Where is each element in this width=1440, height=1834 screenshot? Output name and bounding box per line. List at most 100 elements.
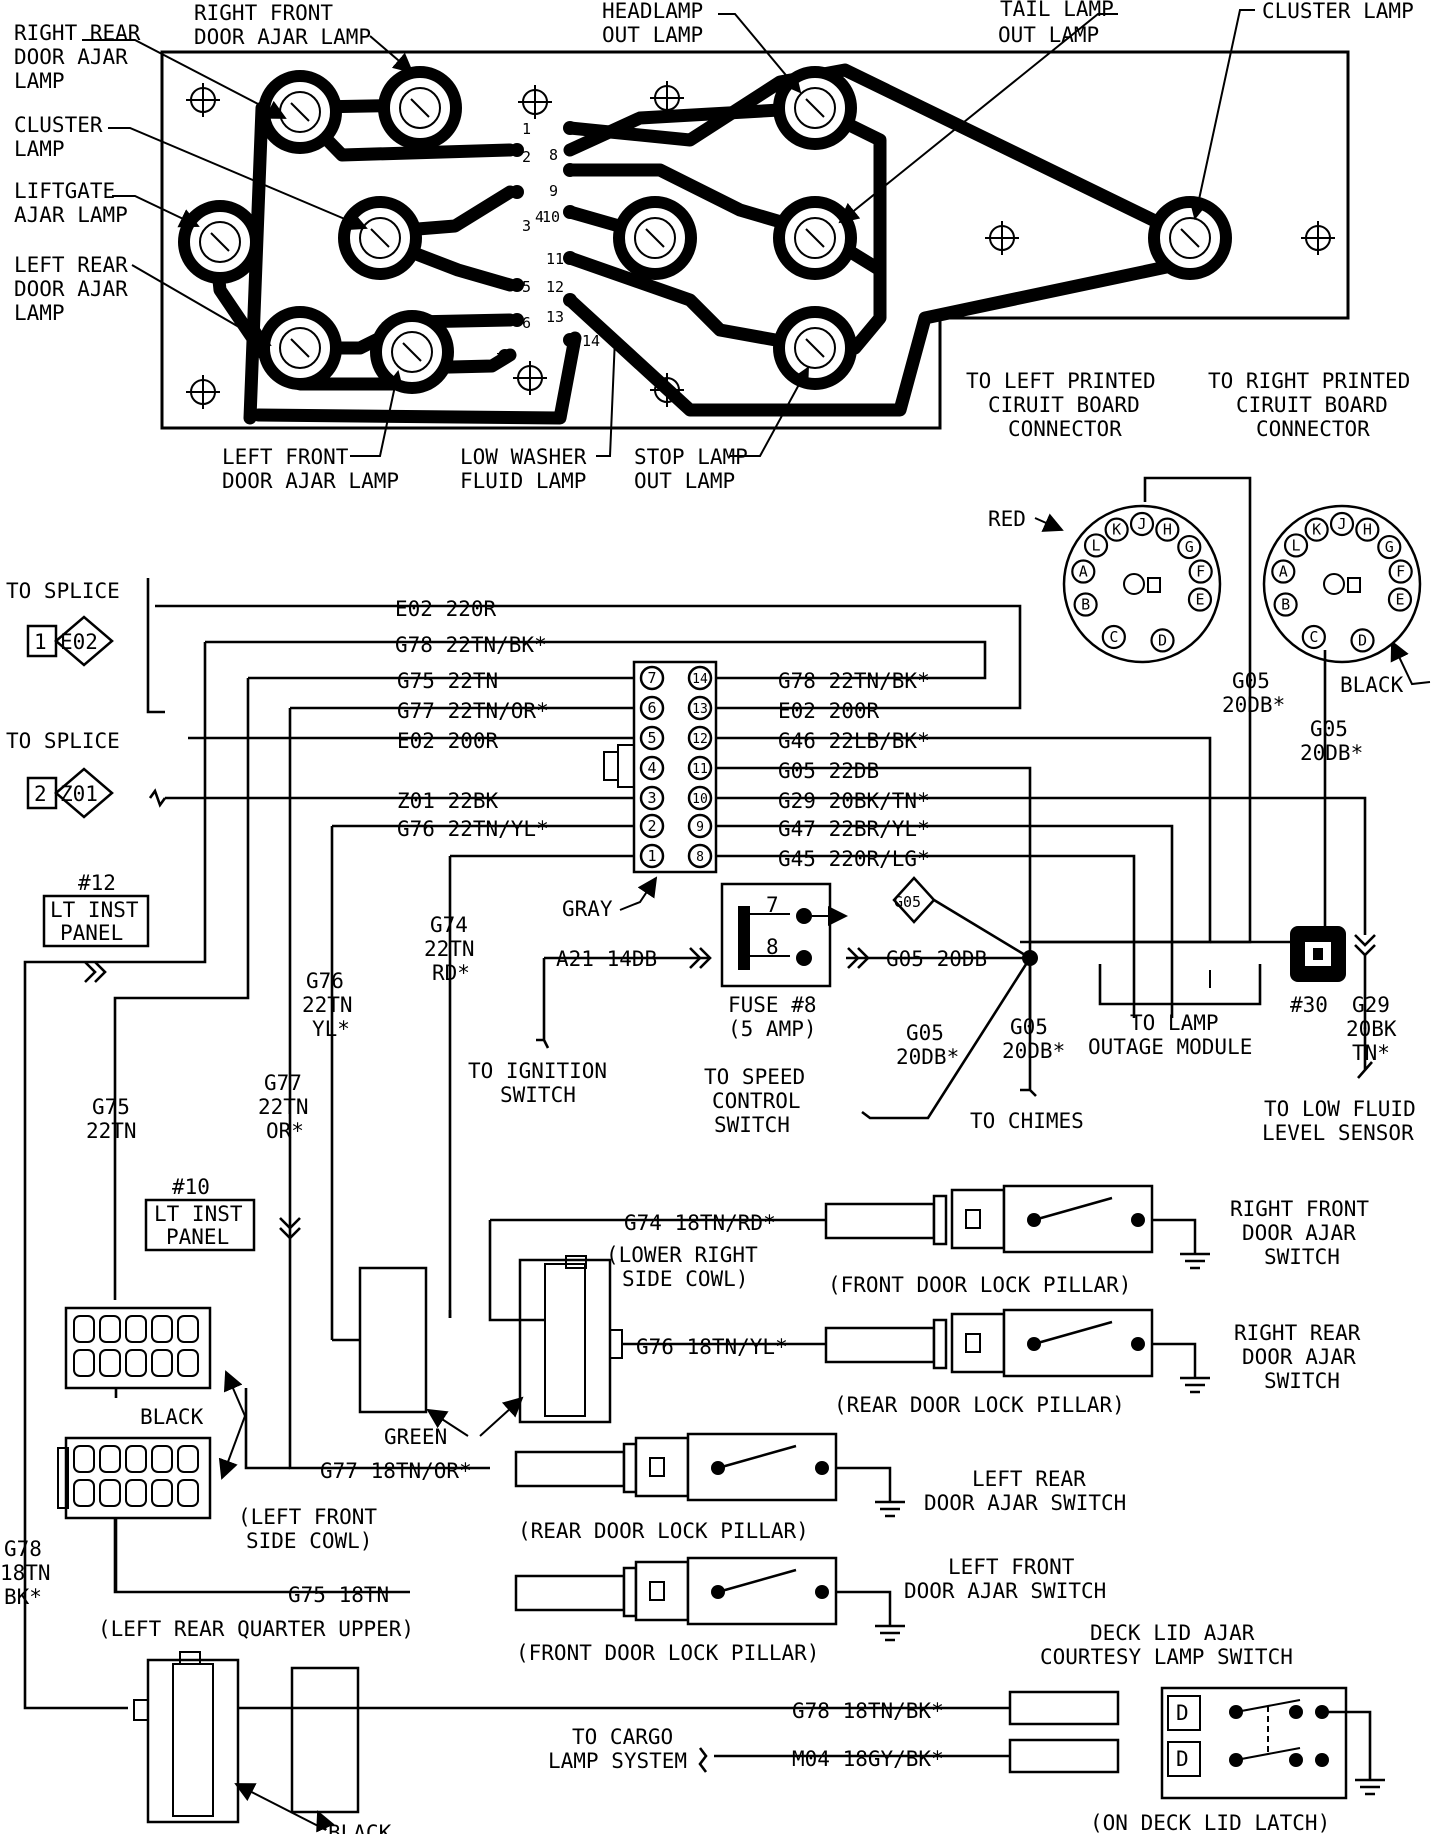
switch-socket-pin bbox=[965, 1333, 981, 1353]
cavity bbox=[99, 1479, 121, 1507]
pcb-pin bbox=[1071, 559, 1096, 584]
pcb-pin bbox=[1387, 587, 1413, 612]
g05-chimes-wire-1: G05 bbox=[1010, 1015, 1048, 1039]
lr-title-1: LEFT REAR bbox=[972, 1467, 1086, 1491]
label-black-connector: BLACK bbox=[1340, 673, 1404, 697]
inst-panel-12-num: #12 bbox=[78, 871, 116, 895]
deck-loc: (ON DECK LID LATCH) bbox=[1090, 1811, 1330, 1834]
switch-plug-flange bbox=[622, 1442, 638, 1494]
label-lf-cowl-1: (LEFT FRONT bbox=[238, 1505, 377, 1529]
wire-g29-1: G29 bbox=[1352, 993, 1390, 1017]
gray-right-pin bbox=[687, 755, 713, 781]
label-left-rear-door-ajar-2: DOOR AJAR bbox=[14, 277, 128, 301]
pcb-pin bbox=[1283, 533, 1309, 558]
fuse-8: 7 8 FUSE #8 (5 AMP) bbox=[720, 882, 848, 1041]
switch-contact bbox=[1131, 1337, 1145, 1351]
splice-break bbox=[148, 788, 167, 808]
wire-lr: G77 18TN/OR* bbox=[320, 1459, 472, 1483]
label-to-speed-1: TO SPEED bbox=[704, 1065, 805, 1089]
pcb-pin-label: L bbox=[1292, 536, 1301, 554]
switch-body bbox=[686, 1556, 838, 1626]
wire-g76-3: YL* bbox=[312, 1017, 350, 1041]
wire-g76-1: G76 bbox=[306, 969, 344, 993]
gray-left-pin-label: 6 bbox=[647, 699, 656, 717]
printed-circuit-board bbox=[160, 50, 1350, 430]
pcb-pin bbox=[1329, 511, 1355, 537]
deck-wires bbox=[238, 1706, 1010, 1773]
label-headlamp-out-2: OUT LAMP bbox=[602, 23, 703, 47]
pcb-pin-label: D bbox=[1358, 631, 1367, 649]
lr-title-2: DOOR AJAR SWITCH bbox=[924, 1491, 1126, 1515]
wire-a21: A21 14DB bbox=[556, 947, 657, 971]
inst-panel-10-label-2: PANEL bbox=[166, 1225, 229, 1249]
label-low-washer-fluid-1: LOW WASHER bbox=[460, 445, 587, 469]
g05-tag: G05 bbox=[894, 893, 921, 911]
rr-title-2: DOOR AJAR bbox=[1242, 1345, 1356, 1369]
cavity bbox=[125, 1479, 147, 1507]
pcb-pin bbox=[1083, 533, 1109, 558]
switch-body bbox=[686, 1432, 838, 1502]
ground-30: #30 bbox=[1290, 993, 1328, 1017]
switch-ground-wire bbox=[836, 1590, 892, 1626]
left-cowl-connector-top bbox=[64, 1306, 212, 1390]
pcb-connector-labels: TO LEFT PRINTED CIRUIT BOARD CONNECTOR T… bbox=[966, 369, 1410, 697]
pcb-pin-label: D bbox=[1158, 631, 1167, 649]
switch-plug bbox=[514, 1574, 626, 1612]
label-right-rear-door-ajar-2: DOOR AJAR bbox=[14, 45, 128, 69]
wire-right-3: G05 22DB bbox=[778, 759, 879, 783]
deck-wire-2: M04 18GY/BK* bbox=[792, 1747, 944, 1771]
g05-splice: G05 G05 20DB* TO SPEED CONTROL SWITCH G0… bbox=[704, 669, 1363, 1137]
wire-g78-2: 18TN bbox=[0, 1561, 51, 1585]
pcb-pin-label: E bbox=[1195, 591, 1204, 609]
fuse-pin-8: 8 bbox=[766, 935, 779, 959]
wire-g74-3: RD* bbox=[432, 961, 470, 985]
splice-e02-tag: E02 bbox=[60, 630, 98, 654]
wire-g29-3: TN* bbox=[1352, 1041, 1390, 1065]
switch-socket bbox=[950, 1312, 1006, 1374]
label-headlamp-out-1: HEADLAMP bbox=[602, 0, 703, 23]
board-pin-1: 1 bbox=[522, 120, 531, 138]
label-left-pcb-1: TO LEFT PRINTED bbox=[966, 369, 1156, 393]
label-left-front-door-ajar-1: LEFT FRONT bbox=[222, 445, 349, 469]
switch-plug-flange bbox=[932, 1194, 948, 1246]
green-connector-left bbox=[358, 1266, 428, 1414]
board-pin-5: 5 bbox=[522, 278, 531, 296]
red-arrow bbox=[1034, 513, 1064, 532]
inst-panel-10-label-1: LT INST bbox=[154, 1202, 243, 1226]
lower-arrows bbox=[218, 1370, 524, 1833]
lower-wires bbox=[114, 1218, 826, 1592]
board-pin-14: 14 bbox=[582, 332, 600, 350]
gray-left-pin bbox=[639, 843, 665, 869]
wire-left-0: G75 22TN bbox=[397, 669, 498, 693]
label-left-rear-door-ajar-3: LAMP bbox=[14, 301, 65, 325]
deck-title-1: DECK LID AJAR bbox=[1090, 1621, 1255, 1645]
label-rf-loc-2: SIDE COWL) bbox=[622, 1267, 748, 1291]
label-cluster-lamp-1: CLUSTER bbox=[14, 113, 103, 137]
lr-pillar: (REAR DOOR LOCK PILLAR) bbox=[518, 1519, 809, 1543]
label-left-pcb-2: CIRUIT BOARD bbox=[988, 393, 1140, 417]
wire-g76-2: 22TN bbox=[302, 993, 353, 1017]
black-arrow bbox=[1390, 640, 1431, 686]
cavity bbox=[99, 1445, 121, 1473]
gray-left-pin-label: 2 bbox=[647, 817, 656, 835]
label-red: RED bbox=[988, 507, 1026, 531]
board-leaders bbox=[82, 9, 1255, 457]
gray-left-pin bbox=[639, 813, 665, 839]
gray-left-pin-label: 5 bbox=[647, 729, 656, 747]
gray-right-pin-label: 11 bbox=[692, 762, 708, 777]
label-tail-lamp-out-2: OUT LAMP bbox=[998, 23, 1099, 47]
pcb-pin bbox=[1350, 628, 1375, 653]
pcb-pin-label: F bbox=[1196, 563, 1205, 581]
pcb-pin-label: G bbox=[1385, 538, 1394, 556]
lf-title-1: LEFT FRONT bbox=[948, 1555, 1075, 1579]
splice-e02: TO SPLICE 1 E02 bbox=[6, 579, 120, 667]
pcb-pin bbox=[1155, 517, 1180, 542]
gray-left-pin-label: 7 bbox=[647, 669, 656, 687]
label-green: GREEN bbox=[384, 1425, 447, 1449]
gray-left-pin bbox=[639, 785, 665, 811]
cavity bbox=[125, 1349, 147, 1377]
pcb-pin bbox=[1150, 628, 1175, 653]
gray-right-pin bbox=[687, 725, 713, 751]
cavity bbox=[73, 1479, 95, 1507]
